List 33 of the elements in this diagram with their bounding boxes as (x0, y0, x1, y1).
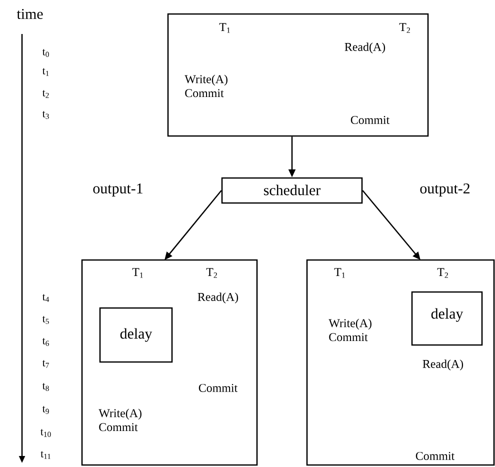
time-label: t$_{9}$ (42, 406, 49, 414)
operation-text: Write(A) Commit (98, 408, 142, 432)
operation-text: Read(A) (344, 42, 386, 54)
time-label: t$_{0}$ (42, 49, 49, 57)
operation-text: Commit (416, 452, 455, 460)
transaction-label: T$_{1}$ (219, 23, 230, 33)
edge-label: output-2 (418, 182, 472, 198)
time-label: t$_{10}$ (40, 429, 51, 437)
axis-title: time (16, 8, 43, 19)
time-label: t$_{1}$ (42, 68, 49, 76)
operation-text: Write(A) Commit (184, 74, 228, 98)
operation-text: Read(A) (422, 360, 464, 370)
time-label: t$_{6}$ (42, 338, 49, 346)
transaction-label: T$_{1}$ (132, 268, 143, 278)
time-label: t$_{5}$ (42, 316, 49, 324)
operation-text: Read(A) (198, 292, 238, 304)
scheduler-label: scheduler (264, 184, 320, 196)
transaction-label: T$_{2}$ (399, 23, 410, 33)
transaction-label: T$_{1}$ (334, 268, 345, 278)
time-label: t$_{3}$ (42, 111, 49, 119)
time-label: t$_{8}$ (42, 383, 49, 391)
delay-label: delay (120, 328, 152, 342)
delay-label: delay (431, 308, 464, 322)
time-label: t$_{2}$ (42, 90, 49, 98)
operation-text: Write(A) Commit (328, 318, 372, 342)
transaction-label: T$_{2}$ (437, 268, 448, 278)
time-label: t$_{11}$ (40, 451, 51, 459)
time-label: t$_{4}$ (42, 294, 50, 302)
edge-label: output-1 (92, 182, 144, 198)
operation-text: Commit (350, 116, 390, 124)
time-label: t$_{7}$ (42, 360, 49, 368)
operation-text: Commit (198, 384, 238, 392)
transaction-label: T$_{2}$ (206, 268, 217, 278)
